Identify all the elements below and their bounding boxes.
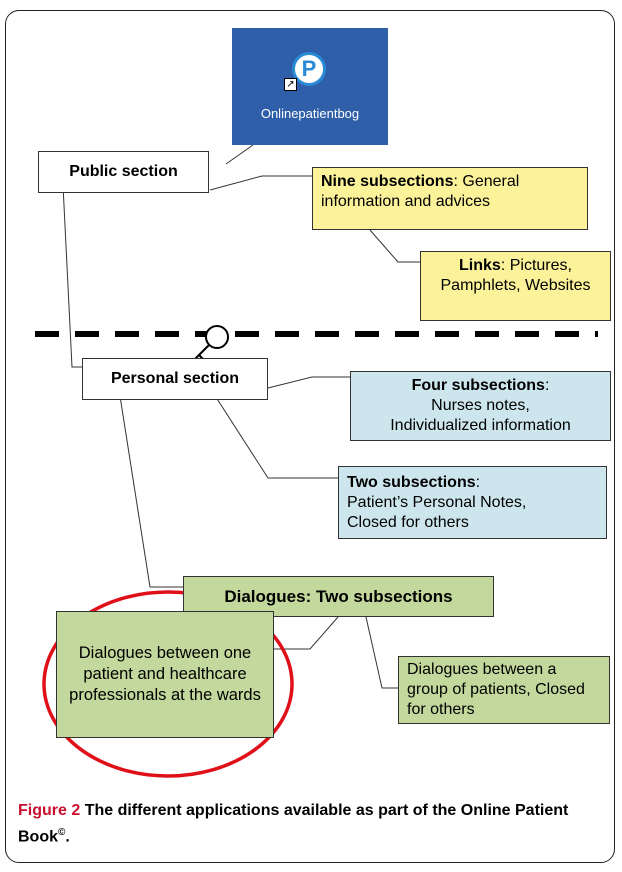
connector-tile-public xyxy=(225,144,254,165)
app-shortcut-label: Onlinepatientbog xyxy=(260,106,360,121)
connector-personal-four xyxy=(267,376,350,389)
dialogues-title: Dialogues xyxy=(224,586,306,606)
two-subsections-title: Two subsections xyxy=(347,473,476,491)
connector-personal-two xyxy=(211,390,338,479)
figure-label: Figure 2 xyxy=(18,802,81,819)
four-subsections-colon: : xyxy=(544,377,550,394)
caption-text: The different applications available as … xyxy=(18,802,569,846)
figure-caption: Figure 2 The different applications avai… xyxy=(18,800,608,848)
two-subsections-line1: Patient’s Personal Notes, xyxy=(347,493,527,511)
links-text: : Pictures, Pamphlets, Websites xyxy=(440,257,591,294)
caption-end: . xyxy=(65,828,70,846)
personal-section-box: Personal section xyxy=(82,358,268,400)
figure-frame xyxy=(5,10,615,863)
connector-nine-links xyxy=(369,229,420,263)
two-subsections-box: Two subsections: Patient’s Personal Note… xyxy=(338,466,607,539)
app-shortcut-tile[interactable]: P ↗ Onlinepatientbog xyxy=(232,28,388,145)
nine-subsections-title: Nine subsections xyxy=(321,173,454,190)
dialogues-text: : Two subsections xyxy=(305,586,453,606)
connector-public-personal xyxy=(61,164,82,368)
dialogue-group-box: Dialogues between a group of patients, C… xyxy=(398,656,610,724)
highlight-circle xyxy=(42,590,294,778)
links-title: Links xyxy=(459,257,501,274)
personal-section-label: Personal section xyxy=(110,370,240,387)
four-subsections-box: Four subsections: Nurses notes, Individu… xyxy=(350,371,611,441)
public-section-box: Public section xyxy=(38,151,209,193)
four-subsections-line2: Individualized information xyxy=(390,417,571,434)
four-subsections-title: Four subsections xyxy=(411,377,545,394)
connector-personal-dialogues xyxy=(116,376,183,588)
connector-dialogues-group xyxy=(365,616,398,689)
two-subsections-line2: Closed for others xyxy=(347,513,469,531)
nine-subsections-box: Nine subsections: General information an… xyxy=(312,167,588,230)
two-subsections-colon: : xyxy=(475,473,481,491)
dialogue-wards-text: Dialogues between one patient and health… xyxy=(69,644,261,704)
public-section-label: Public section xyxy=(69,163,178,180)
connector-public-nine xyxy=(209,175,312,191)
connector-dialogues-wards xyxy=(274,616,339,650)
nine-subsections-text: : General information and advices xyxy=(321,173,520,210)
copyright-mark: © xyxy=(58,827,66,838)
key-icon xyxy=(193,325,229,364)
dialogue-wards-box: Dialogues between one patient and health… xyxy=(56,611,274,738)
links-box: Links: Pictures, Pamphlets, Websites xyxy=(420,251,611,321)
dialogues-box: Dialogues: Two subsections xyxy=(183,576,494,617)
app-p-icon: P xyxy=(292,52,326,86)
shortcut-arrow-icon: ↗ xyxy=(284,78,297,91)
dialogue-group-text: Dialogues between a group of patients, C… xyxy=(407,661,585,718)
four-subsections-line1: Nurses notes, xyxy=(431,397,530,414)
